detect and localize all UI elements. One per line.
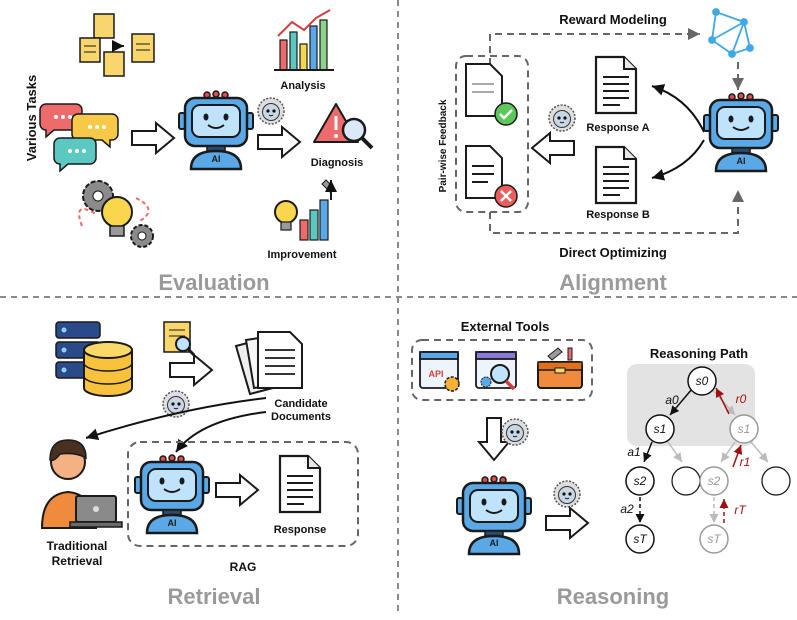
improvement-icon [274,179,337,241]
reward-r0-label: r0 [736,392,747,406]
edge-s1b-leaf [750,441,769,463]
chat-bubbles-icon [39,103,119,173]
node-leaf-2 [761,466,791,496]
node-s0 [687,366,717,396]
response-document-icon [278,454,322,514]
approved-document-icon [465,63,518,126]
reasoning-mascot-icon [501,418,529,446]
node-sTb-label: sT [707,532,722,546]
database-server-icon [55,321,133,397]
various-tasks-label: Various Tasks [24,75,39,161]
evaluation-mascot-icon [257,97,285,125]
retrieval-label: Retrieval [52,554,103,568]
generate-b-arrow [651,139,705,181]
person-laptop-icon [40,439,123,529]
improvement-label: Improvement [267,249,336,261]
api-label: API [428,369,443,379]
alignment-quadrant: Reward Modeling Direct Optimizing Pair-w… [438,8,780,295]
external-tools-label: External Tools [461,319,550,334]
node-s2-label: s2 [634,474,647,488]
traditional-retrieval-arrow [85,397,267,441]
candidate-documents-icon [234,331,303,396]
action-a1-label: a1 [627,445,640,459]
reward-r0-arrow [715,387,730,415]
response-b-label: Response B [586,209,650,221]
reasoning-title: Reasoning [557,584,669,609]
rag-label: RAG [230,560,257,574]
edge-s1-leaf [667,441,683,463]
action-a2-label: a2 [620,502,634,516]
input-arrow [131,122,175,154]
generate-arrow [215,474,259,506]
feedback-box [455,55,529,213]
reasoning-quadrant: External Tools API AI [411,319,791,609]
retrieval-title: Retrieval [168,584,261,609]
evaluation-title: Evaluation [158,270,269,295]
rag-box [127,441,359,547]
reason-output-arrow [545,507,589,539]
alignment-title: Alignment [559,270,667,295]
response-a-label: Response A [586,122,649,134]
response-a-document-icon [594,55,638,115]
robot-tag: AI [490,538,499,548]
network-icon [708,8,754,58]
analysis-chart-icon [274,9,334,71]
edge-s0-s1 [669,388,693,416]
document-search-icon [163,321,196,357]
robot-tag: AI [737,156,746,166]
alignment-mascot-icon [548,104,576,132]
pairwise-feedback-label: Pair-wise Feedback [438,99,449,192]
robot-tag: AI [168,518,177,528]
reasoning-mascot-icon-2 [553,480,581,508]
reasoning-path-label: Reasoning Path [650,346,748,361]
feedback-arrow [531,132,575,164]
node-sTb [699,524,729,554]
node-s2b-label: s2 [708,474,721,488]
response-b-document-icon [594,145,638,205]
node-s1b-label: s1 [738,422,751,436]
node-s0-label: s0 [696,374,709,388]
action-a0-label: a0 [665,393,679,407]
rejected-document-icon [465,145,518,208]
traditional-label: Traditional [47,539,108,553]
reward-rT-label: rT [734,503,747,517]
gears-bulb-icon [78,180,154,248]
diagnosis-label: Diagnosis [311,157,364,169]
node-s2 [625,466,655,496]
edge-s1-s2 [643,441,653,463]
output-arrow [257,126,301,158]
toolbox-icon [537,347,583,389]
node-leaf-1 [671,466,701,496]
tools-box [411,339,593,401]
documents-transfer-icon [79,13,155,77]
node-s1-label: s1 [654,422,667,436]
reward-modeling-label: Reward Modeling [559,12,667,27]
reward-path-top [489,28,700,65]
analysis-label: Analysis [280,80,325,92]
response-label: Response [274,524,327,536]
retrieval-quadrant: Candidate Documents Traditional Retrieva… [40,321,359,609]
edge-s1b-s2b [720,441,736,463]
direct-optimizing-label: Direct Optimizing [559,245,667,260]
documents-label: Documents [271,411,331,423]
evaluation-quadrant: Various Tasks [24,9,374,295]
diagnosis-warning-icon [313,103,374,150]
reward-r1-label: r1 [740,455,751,469]
generate-a-arrow [651,84,705,133]
rag-retrieval-arrow [175,411,267,453]
candidate-label: Candidate [274,398,327,410]
node-sT-label: sT [633,532,648,546]
robot-tag: AI [212,154,221,164]
api-icon: API [419,351,460,392]
retrieve-arrow [169,354,213,386]
direct-optimizing-path [489,190,744,234]
reward-r1-arrow [732,444,743,468]
node-s1 [645,414,675,444]
node-sT [625,524,655,554]
node-s2b [699,466,729,496]
node-s1b [729,414,759,444]
web-search-icon [475,351,517,391]
